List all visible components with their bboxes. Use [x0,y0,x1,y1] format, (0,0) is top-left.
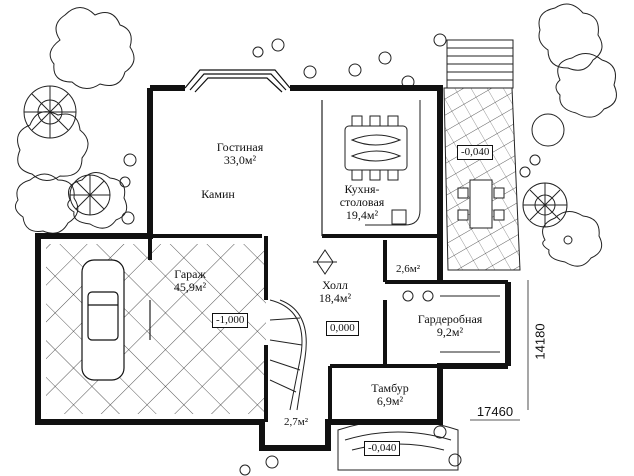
wardrobe-rails [402,290,500,353]
label-stair-room-area: 2,7м² [283,416,308,428]
label-storage-area: 2,6м² [395,263,420,275]
label-living-name: Гостиная [216,140,264,154]
dimension-depth: 14180 [532,323,548,360]
terrace-stairs [446,39,514,89]
tree-cluster-right [522,3,617,267]
level-terrace: -0,040 [457,145,494,160]
spiral-staircase [269,299,307,411]
terrace-table [457,179,505,229]
label-wardrobe-name: Гардеробная [417,312,483,326]
label-wardrobe-area: 9,2м² [436,325,464,339]
label-fireplace: Камин [201,187,235,201]
level-hall: 0,000 [326,321,359,336]
label-garage-name: Гараж [174,267,206,281]
label-hall-area: 18,4м² [318,291,352,305]
label-garage-area: 45,9м² [173,280,207,294]
shrubs [119,33,573,476]
label-living-area: 33,0м² [223,153,257,167]
thin-walls [149,100,323,340]
interior-walls [148,234,508,422]
label-kitchen-name1: Кухня- [344,182,380,196]
label-vestibule-area: 6,9м² [376,394,404,408]
hall-plant [313,249,337,275]
tree-cluster-left [14,7,135,234]
terrace-floor [443,87,521,271]
label-vestibule-name: Тамбур [371,381,409,395]
label-hall-name: Холл [322,278,348,292]
dimension-lines [470,280,529,421]
label-kitchen-area: 19,4м² [345,208,379,222]
dining-table [344,115,408,181]
kitchen-counter [365,100,421,226]
dimension-width: 17460 [476,404,514,419]
level-entrance: -0,040 [364,441,401,456]
level-garage: -1,000 [212,313,249,328]
label-kitchen-name2: столовая [339,195,385,209]
exterior-walls [35,85,511,451]
car [81,259,125,381]
bay-window [184,69,291,93]
